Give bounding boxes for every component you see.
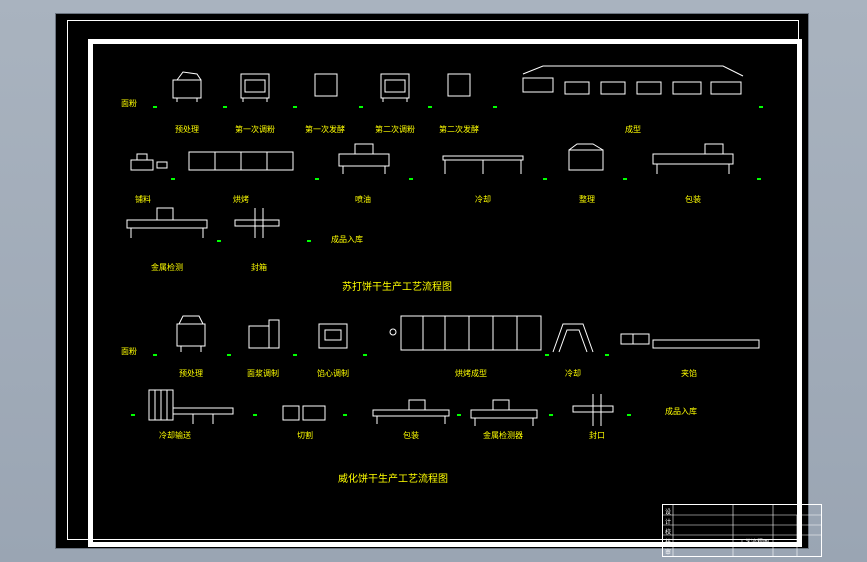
step-label: 夹馅 (681, 369, 697, 378)
title-block-cell: 审 (665, 549, 672, 556)
ferment-box-2 (447, 73, 471, 97)
connector-arrow (359, 106, 363, 108)
connector-arrow (223, 106, 227, 108)
connector-arrow (343, 414, 347, 416)
connector-arrow (315, 178, 319, 180)
cad-viewport[interactable]: 面粉 预处理 第一次调粉 第一次发酵 第二次调粉 第二次发酵 成型 铺料 烘烤 … (55, 13, 822, 557)
forming-line (522, 65, 744, 95)
step-label: 预处理 (175, 125, 199, 134)
oil-sprayer (338, 143, 390, 174)
sealer-2 (572, 394, 614, 426)
step-label: 包装 (403, 431, 419, 440)
step-label: 面浆调制 (247, 369, 279, 378)
sandwich-machine (620, 333, 760, 349)
step-label: 成品入库 (665, 407, 697, 416)
connector-arrow (227, 354, 231, 356)
step-label: 预处理 (179, 369, 203, 378)
connector-arrow (623, 178, 627, 180)
step-label: 整理 (579, 195, 595, 204)
connector-arrow (605, 354, 609, 356)
filling-mixer (318, 323, 348, 349)
connector-arrow (153, 106, 157, 108)
step-label: 切割 (297, 431, 313, 440)
feeder-machine (130, 153, 168, 171)
wafer-cooler (552, 323, 594, 353)
connector-arrow (757, 178, 761, 180)
step-label: 包装 (685, 195, 701, 204)
diagram-title: 苏打饼干生产工艺流程图 (342, 282, 452, 293)
step-label: 成品入库 (331, 235, 363, 244)
batter-mixer (248, 319, 280, 349)
oven (188, 151, 294, 171)
step-label: 铺料 (135, 195, 151, 204)
connector-arrow (153, 354, 157, 356)
connector-arrow (217, 240, 221, 242)
connector-arrow (293, 106, 297, 108)
connector-arrow (428, 106, 432, 108)
connector-arrow (131, 414, 135, 416)
step-label: 第一次发酵 (305, 125, 345, 134)
step-label: 金属检测 (151, 263, 183, 272)
connector-arrow (493, 106, 497, 108)
packing-machine (652, 143, 734, 174)
step-label: 成型 (625, 125, 641, 134)
step-label: 馅心调制 (317, 369, 349, 378)
connector-arrow (363, 354, 367, 356)
step-label: 面粉 (121, 347, 137, 356)
title-block-cell: 设 (665, 509, 672, 516)
step-label: 喷油 (355, 195, 371, 204)
drawing-name: 工艺流程图 (739, 539, 770, 546)
pretreat-machine-1 (172, 71, 202, 102)
ferment-box-1 (314, 73, 338, 97)
step-label: 冷却输送 (159, 431, 191, 440)
step-label: 第二次发酵 (439, 125, 479, 134)
metal-detector-1 (126, 207, 208, 238)
metal-detector-2 (470, 399, 538, 426)
title-block-grid (663, 505, 821, 556)
step-label: 封口 (589, 431, 605, 440)
connector-arrow (171, 178, 175, 180)
diagram-title: 威化饼干生产工艺流程图 (338, 474, 448, 485)
connector-arrow (307, 240, 311, 242)
connector-arrow (409, 178, 413, 180)
step-label: 第二次调粉 (375, 125, 415, 134)
connector-arrow (545, 354, 549, 356)
cutter (282, 405, 326, 421)
wafer-packer (372, 399, 450, 424)
sorting-machine (568, 143, 604, 171)
connector-arrow (457, 414, 461, 416)
mixer-1 (240, 73, 270, 102)
connector-arrow (759, 106, 763, 108)
wafer-pretreat (176, 315, 206, 352)
step-label: 冷却 (565, 369, 581, 378)
title-block: 设 计 校 核 审 工艺流程图 (662, 504, 822, 557)
cooling-conveyor (442, 155, 524, 174)
step-label: 冷却 (475, 195, 491, 204)
connector-arrow (543, 178, 547, 180)
mixer-2 (380, 73, 410, 102)
step-label: 金属检测器 (483, 431, 523, 440)
title-block-cell: 校 (665, 529, 672, 536)
equipment-drawings (126, 65, 760, 426)
connector-arrow (627, 414, 631, 416)
step-label: 烘烤成型 (455, 369, 487, 378)
title-block-cell: 核 (665, 539, 672, 546)
connector-arrow (549, 414, 553, 416)
connector-arrow (293, 354, 297, 356)
case-sealer-1 (234, 208, 280, 238)
drawing-sheet-outer-border: 面粉 预处理 第一次调粉 第一次发酵 第二次调粉 第二次发酵 成型 铺料 烘烤 … (67, 20, 822, 557)
step-label: 第一次调粉 (235, 125, 275, 134)
title-block-cell: 计 (665, 519, 672, 526)
connector-arrow (253, 414, 257, 416)
cooling-conveyor-2 (148, 389, 234, 424)
step-label: 面粉 (121, 99, 137, 108)
step-label: 烘烤 (233, 195, 249, 204)
step-label: 封箱 (251, 263, 267, 272)
drawing-frame: 面粉 预处理 第一次调粉 第一次发酵 第二次调粉 第二次发酵 成型 铺料 烘烤 … (88, 39, 822, 557)
wafer-oven (389, 315, 542, 351)
